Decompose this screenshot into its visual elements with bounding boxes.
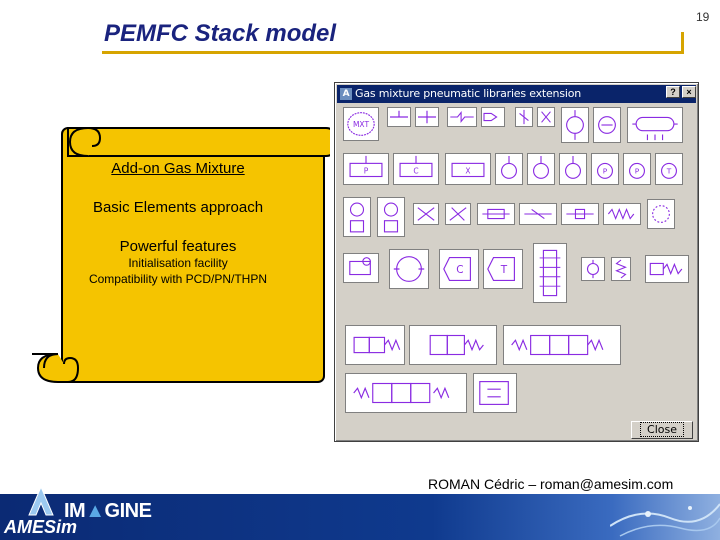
library-window[interactable]: A Gas mixture pneumatic libraries extens… — [334, 82, 699, 442]
pipe-c-icon[interactable]: C — [393, 153, 439, 185]
page-number: 19 — [696, 10, 710, 24]
chamber-c-icon[interactable]: C — [439, 249, 479, 289]
help-button[interactable]: ? — [666, 86, 680, 98]
window-titlebar[interactable]: A Gas mixture pneumatic libraries extens… — [337, 85, 696, 103]
app-icon: A — [340, 88, 352, 100]
directional-valve-4-icon[interactable] — [345, 373, 467, 413]
pressure-sensor-icon[interactable]: P — [591, 153, 619, 185]
close-window-button[interactable]: × — [682, 86, 696, 98]
cross-junction-icon[interactable] — [415, 107, 439, 127]
title-underline-tick — [681, 32, 684, 54]
scroll-text: Add-on Gas Mixture Basic Elements approa… — [56, 160, 300, 287]
footer-bar — [0, 494, 720, 540]
sensor-2-icon[interactable] — [527, 153, 555, 185]
directional-valve-3-icon[interactable] — [503, 325, 621, 365]
author-credit: ROMAN Cédric – roman@amesim.com — [428, 476, 674, 492]
svg-text:C: C — [413, 167, 418, 176]
fuel-cell-stack-icon[interactable] — [533, 243, 567, 303]
svg-text:T: T — [666, 167, 672, 176]
plug-icon[interactable] — [537, 107, 555, 127]
svg-text:T: T — [500, 264, 508, 276]
thermal-source-icon[interactable] — [343, 253, 379, 283]
slide-title: PEMFC Stack model — [104, 20, 337, 47]
mixture-component-icon[interactable]: MXT — [343, 107, 379, 141]
title-underline — [102, 51, 682, 54]
spring-2-icon[interactable] — [611, 257, 631, 281]
amesim-logo-icon — [28, 486, 54, 516]
close-button[interactable]: Close — [631, 421, 693, 439]
svg-text:X: X — [465, 167, 470, 176]
valve-icon[interactable] — [515, 107, 533, 127]
svg-text:P: P — [635, 167, 640, 176]
window-title: Gas mixture pneumatic libraries extensio… — [355, 87, 582, 100]
imagine-logo-a: IM — [64, 500, 86, 522]
imagine-triangle-icon: ▲ — [85, 500, 105, 522]
flow-icon[interactable] — [477, 203, 515, 225]
orifice-icon[interactable] — [413, 203, 439, 225]
source-2-icon[interactable] — [377, 197, 405, 237]
svg-text:MXT: MXT — [353, 120, 370, 129]
leak-icon[interactable] — [519, 203, 557, 225]
scroll-item-features: Powerful features — [119, 238, 237, 255]
svg-text:P: P — [364, 167, 369, 176]
chamber-t-icon[interactable]: T — [483, 249, 523, 289]
sensor-3-icon[interactable] — [559, 153, 587, 185]
nozzle-icon[interactable] — [481, 107, 505, 127]
rotary-icon[interactable] — [647, 199, 675, 229]
svg-text:P: P — [603, 167, 608, 176]
chamber-icon[interactable] — [593, 107, 621, 143]
scroll-graphic — [32, 126, 330, 383]
tank-icon[interactable] — [561, 107, 589, 143]
tee-junction-icon[interactable] — [387, 107, 411, 127]
footer-decoration — [610, 503, 720, 537]
scroll-subitem-compatibility: Compatibility with PCD/PN/THPN — [88, 272, 268, 286]
sensor-1-icon[interactable] — [495, 153, 523, 185]
amesim-logo-text: AMESim — [4, 517, 78, 537]
directional-valve-2-icon[interactable] — [409, 325, 497, 365]
source-icon[interactable] — [343, 197, 371, 237]
scroll-heading: Add-on Gas Mixture — [111, 160, 245, 177]
pipe-x-icon[interactable]: X — [445, 153, 491, 185]
svg-text:C: C — [456, 264, 463, 276]
scroll-item-basic-elements: Basic Elements approach — [92, 199, 264, 216]
compressor-icon[interactable] — [389, 249, 429, 289]
spring-icon[interactable] — [603, 203, 641, 225]
piston-spring-icon[interactable] — [645, 255, 689, 283]
imagine-logo: IM▲GINE — [64, 500, 152, 523]
close-button-label: Close — [640, 422, 684, 437]
directional-valve-5-icon[interactable] — [473, 373, 517, 413]
pipe-icon[interactable] — [627, 107, 683, 143]
temperature-sensor-icon[interactable]: T — [655, 153, 683, 185]
restriction-icon[interactable] — [447, 107, 477, 127]
imagine-logo-b: GINE — [104, 500, 152, 522]
pipe-p-icon[interactable]: P — [343, 153, 389, 185]
pressure-sensor-2-icon[interactable]: P — [623, 153, 651, 185]
variable-orifice-icon[interactable] — [445, 203, 471, 225]
scroll-subitem-initialisation: Initialisation facility — [128, 256, 228, 270]
check-valve-icon[interactable] — [561, 203, 599, 225]
directional-valve-1-icon[interactable] — [345, 325, 405, 365]
valve-2-icon[interactable] — [581, 257, 605, 281]
